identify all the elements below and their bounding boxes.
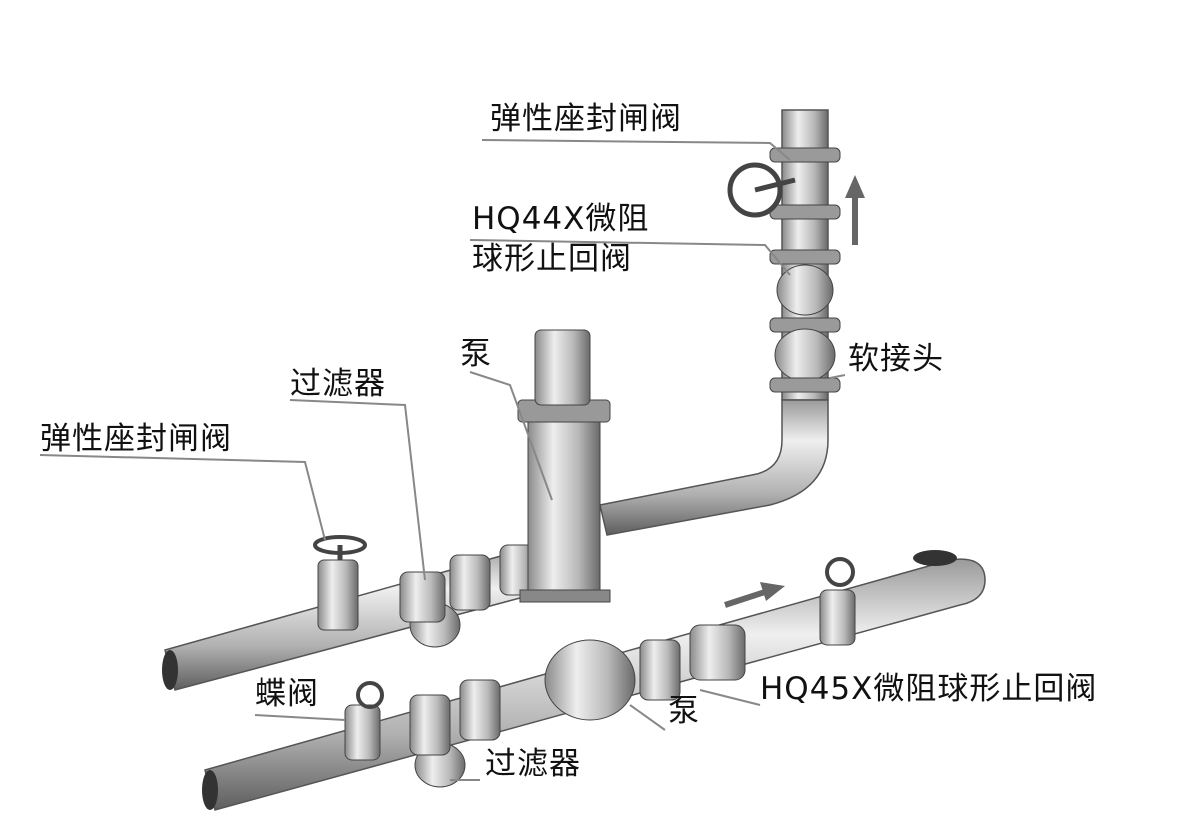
vertical-pump [517,329,611,603]
label-check-valve-44-line1: HQ44X微阻 [472,201,650,237]
discharge-riser [599,109,841,536]
flow-arrow-up-icon [845,175,865,245]
leader-lines [39,139,846,781]
label-filter-lower: 过滤器 [485,746,581,782]
label-filter-upper: 过滤器 [290,366,386,402]
label-pump-upper: 泵 [460,336,492,372]
label-check-valve-44-line2: 球形止回阀 [472,241,632,277]
handwheel-icon [727,162,783,218]
label-left-gate-valve: 弹性座封闸阀 [40,421,232,457]
upper-suction-line [162,535,551,691]
label-pump-lower: 泵 [668,693,700,729]
flow-arrow-right-icon [724,582,785,608]
label-flex-joint: 软接头 [848,341,944,377]
label-check-valve-45: HQ45X微阻球形止回阀 [760,671,1098,707]
lower-pump-line [202,550,986,811]
label-butterfly-valve: 蝶阀 [255,676,319,712]
label-top-gate-valve: 弹性座封闸阀 [490,101,682,137]
